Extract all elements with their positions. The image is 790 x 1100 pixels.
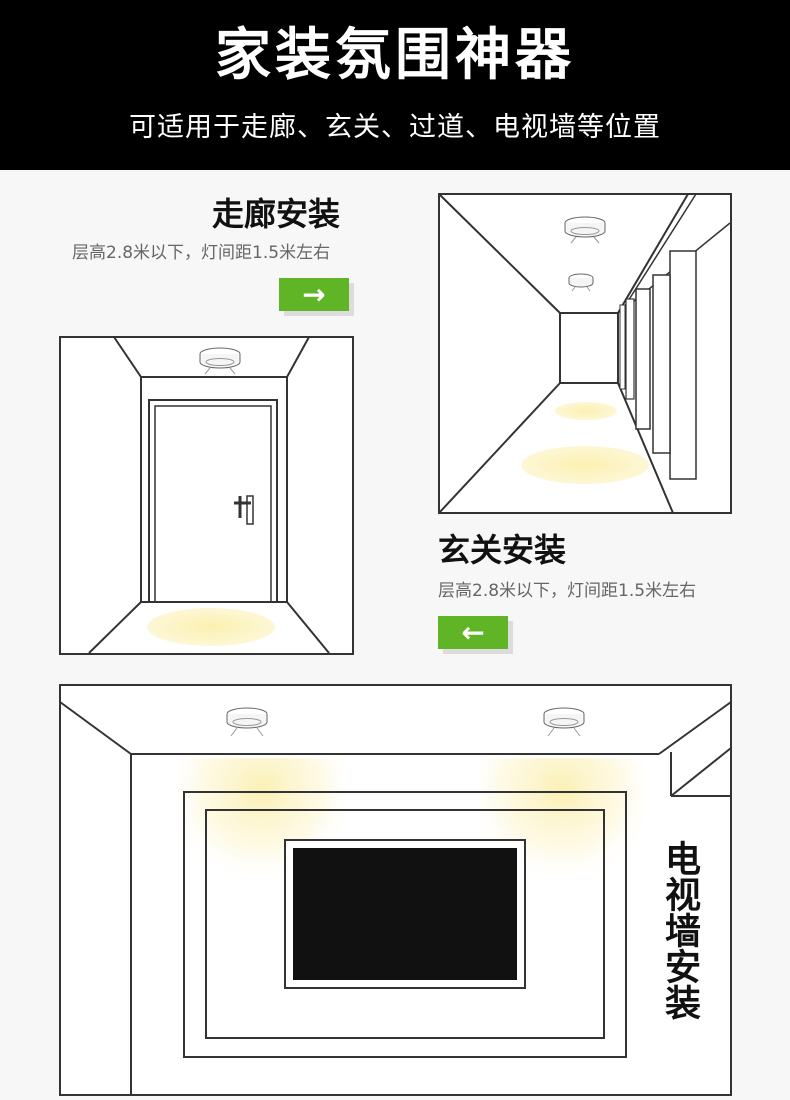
entrance-scene bbox=[59, 336, 354, 655]
corridor-subtitle: 层高2.8米以下，灯间距1.5米左右 bbox=[72, 243, 331, 263]
page-title: 家装氛围神器 bbox=[215, 23, 575, 88]
ceiling-light-icon bbox=[543, 707, 585, 737]
corridor-title: 走廊安装 bbox=[212, 195, 341, 233]
entrance-arrow-button[interactable]: ← bbox=[438, 616, 508, 649]
ceiling-light-icon bbox=[226, 707, 268, 737]
ceiling-light-icon bbox=[568, 273, 594, 292]
ceiling-light-icon bbox=[564, 216, 606, 244]
entrance-subtitle: 层高2.8米以下，灯间距1.5米左右 bbox=[438, 581, 697, 601]
left-arrow-icon: ← bbox=[461, 616, 485, 649]
corridor-scene bbox=[438, 193, 732, 514]
header-banner: 家装氛围神器 可适用于走廊、玄关、过道、电视墙等位置 bbox=[0, 0, 790, 170]
tv-screen bbox=[293, 848, 517, 980]
entrance-illustration bbox=[59, 336, 354, 655]
tv-wall-illustration bbox=[59, 684, 732, 1096]
tv-wall-scene bbox=[59, 684, 732, 1096]
entrance-title: 玄关安装 bbox=[438, 531, 567, 569]
ceiling-light-icon bbox=[199, 347, 241, 375]
page-subtitle: 可适用于走廊、玄关、过道、电视墙等位置 bbox=[129, 112, 661, 143]
right-arrow-icon: → bbox=[302, 278, 326, 311]
corridor-arrow-button[interactable]: → bbox=[279, 278, 349, 311]
tv-wall-title: 电视墙安装 bbox=[659, 840, 700, 1020]
corridor-illustration bbox=[438, 193, 732, 514]
